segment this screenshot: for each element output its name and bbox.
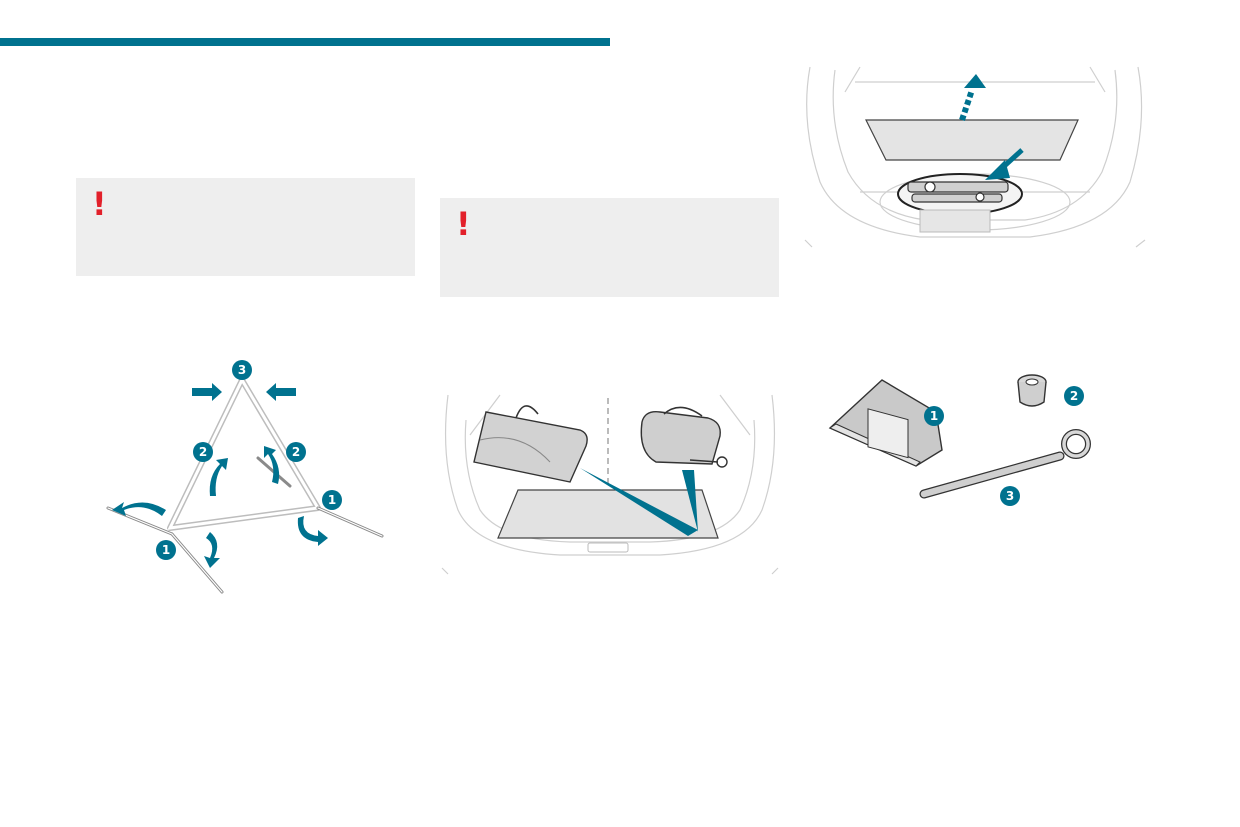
towing-eye-icon <box>919 429 1091 499</box>
lift-arrow-icon <box>959 74 986 121</box>
tool-kit-bag-icon <box>640 406 728 468</box>
callout-badges: 1 2 3 <box>924 386 1084 506</box>
exclamation-icon: ! <box>92 185 107 223</box>
tool-kit-illustration: 1 2 3 <box>828 374 1091 506</box>
callout-label: 1 <box>328 493 336 507</box>
boot-spare-wheel-illustration <box>804 66 1146 248</box>
warning-box-1: ! <box>76 178 415 276</box>
callout-label: 3 <box>238 363 246 377</box>
callout-label: 3 <box>1006 489 1014 503</box>
warning-box-2: ! <box>440 198 779 297</box>
callout-label: 1 <box>162 543 170 557</box>
socket-icon <box>1017 374 1047 407</box>
exclamation-icon: ! <box>456 205 471 243</box>
wheel-chock-icon <box>828 379 943 467</box>
callout-label: 2 <box>199 445 207 459</box>
insert-arrow-icon <box>985 148 1024 180</box>
boot-storage-illustration <box>441 394 779 575</box>
callout-label: 2 <box>292 445 300 459</box>
triangle-bag-icon <box>473 405 588 483</box>
section-header-bar <box>0 38 610 46</box>
callout-label: 2 <box>1070 389 1078 403</box>
callout-badges: 3 2 2 1 1 <box>156 360 342 560</box>
callout-label: 1 <box>930 409 938 423</box>
warning-triangle-illustration: 3 2 2 1 1 <box>106 360 384 594</box>
